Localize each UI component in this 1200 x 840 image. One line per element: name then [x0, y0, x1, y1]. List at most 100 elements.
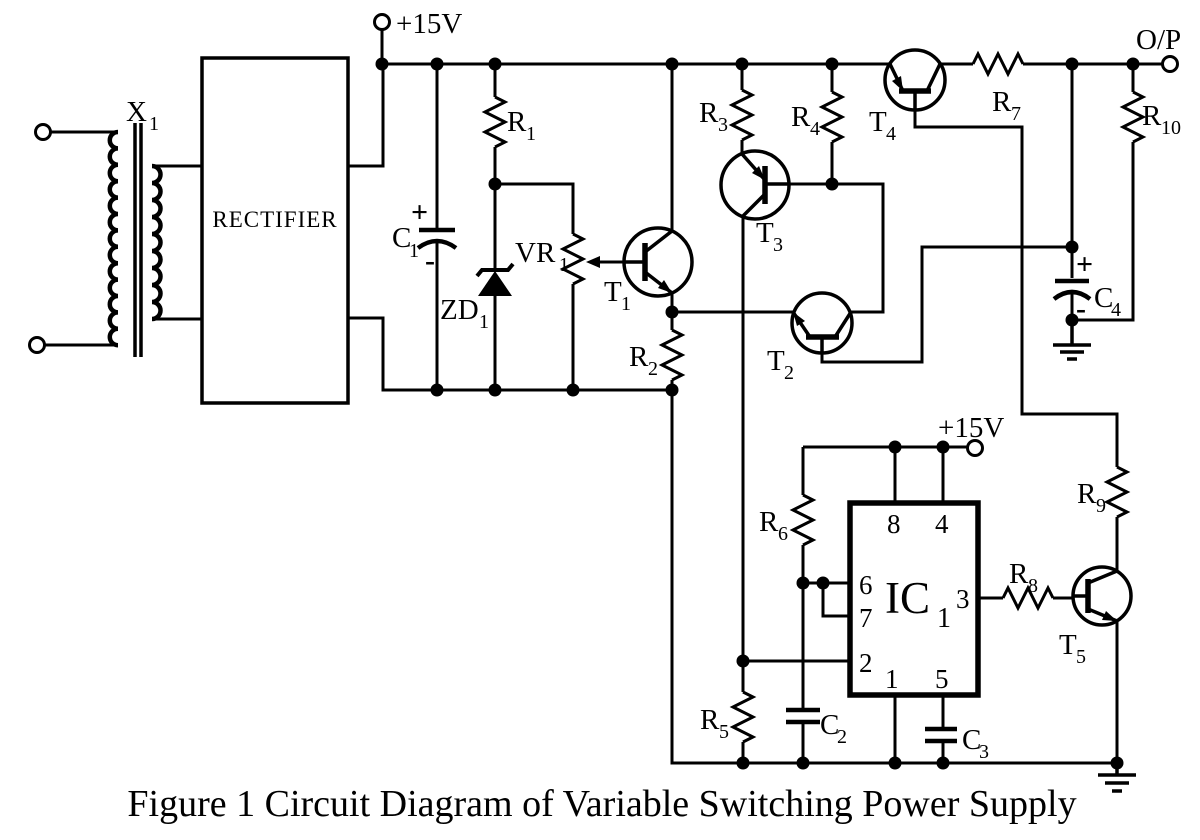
label-x1-sub: 1 [149, 113, 159, 135]
ic1-label: IC [885, 573, 930, 623]
secondary-winding [151, 163, 163, 322]
transistor-t1 [622, 226, 694, 298]
label-r4-sub: 4 [810, 118, 820, 140]
potentiometer-vr1 [559, 232, 587, 286]
label-r7-sub: 7 [1011, 103, 1021, 125]
label-c3-sub: 3 [979, 741, 989, 763]
label-c4-plus: + [1076, 248, 1093, 281]
label-t5: T [1059, 629, 1077, 661]
input-terminal-top [34, 123, 52, 141]
t4-emitter-arrow [892, 76, 903, 91]
ic1-label-sub: 1 [937, 603, 951, 634]
label-main-rail-voltage: +15V [396, 8, 462, 40]
label-r5: R [700, 704, 720, 736]
transistor-t5 [1071, 565, 1133, 627]
label-t3: T [756, 217, 774, 249]
capacitor-c3 [925, 726, 957, 744]
ic1-pin-3: 3 [956, 584, 970, 614]
label-r9-sub: 9 [1096, 495, 1106, 517]
label-r1-sub: 1 [526, 123, 536, 145]
label-zd1: ZD [440, 294, 479, 326]
label-t1: T [604, 276, 622, 308]
ic1-pin-8: 8 [887, 509, 901, 539]
label-c3: C [962, 724, 981, 756]
label-t2: T [767, 345, 785, 377]
label-vr1: VR [515, 237, 556, 269]
resistor-r6 [789, 493, 817, 547]
label-output: O/P [1136, 24, 1181, 56]
resistor-r9 [1103, 465, 1131, 519]
label-r10: R [1142, 100, 1162, 132]
ic1-pin-4: 4 [935, 509, 949, 539]
label-r4: R [791, 101, 811, 133]
t1-emitter-arrow [658, 280, 672, 293]
ic-plus15v-terminal [966, 439, 984, 457]
label-c4-minus: - [1076, 292, 1086, 325]
output-terminal [1161, 55, 1179, 73]
label-zd1-sub: 1 [479, 311, 489, 333]
resistor-r5 [729, 690, 757, 744]
resistor-r4 [818, 90, 846, 144]
t2-emitter-arrow [793, 312, 805, 326]
label-vr1-sub: 1 [559, 254, 569, 276]
wires [45, 30, 1162, 765]
ic1-block: IC 1 8 4 6 7 2 3 1 5 [847, 500, 981, 698]
label-r3: R [699, 97, 719, 129]
resistors [481, 50, 1147, 744]
primary-winding [107, 129, 119, 348]
zener-zd1 [475, 262, 515, 296]
label-c1-plus: + [411, 196, 428, 229]
label-x1: X [126, 96, 147, 128]
figure-caption: Figure 1 Circuit Diagram of Variable Swi… [127, 783, 1076, 825]
labels: X 1 +15V O/P +15V C 1 + - R 1 ZD 1 VR 1 … [126, 8, 1181, 763]
transformer-core [133, 123, 143, 357]
rectifier-block: RECTIFIER [200, 56, 350, 405]
label-c4-sub: 4 [1111, 299, 1121, 321]
label-r5-sub: 5 [719, 721, 729, 743]
label-t4-sub: 4 [886, 123, 896, 145]
resistor-r2 [658, 328, 686, 382]
label-r1: R [507, 106, 527, 138]
resistor-r8 [1001, 584, 1055, 612]
transistor-t4 [883, 48, 947, 112]
label-c1-sub: 1 [409, 240, 419, 262]
rectifier-label: RECTIFIER [212, 207, 337, 232]
resistor-r1 [481, 95, 509, 149]
ic1-pin-5: 5 [935, 664, 949, 694]
vr1-wiper-arrow [586, 256, 600, 268]
label-t4: T [869, 106, 887, 138]
label-c2: C [820, 709, 839, 741]
label-r6: R [759, 506, 779, 538]
label-r8: R [1009, 558, 1029, 590]
transistor-t3 [719, 149, 791, 221]
label-c1-minus: - [425, 244, 435, 277]
label-r9: R [1077, 478, 1097, 510]
plus15v-terminal [373, 13, 391, 31]
resistor-r7 [971, 50, 1025, 78]
input-terminal-bottom [28, 336, 46, 354]
ic1-pin-6: 6 [859, 570, 873, 600]
transistor-t2 [790, 291, 854, 355]
ground-c4 [1053, 320, 1091, 361]
label-t3-sub: 3 [773, 234, 783, 256]
ic1-pin-7: 7 [859, 603, 873, 633]
label-r7: R [992, 86, 1012, 118]
label-t2-sub: 2 [784, 362, 794, 384]
label-r2: R [629, 341, 649, 373]
transformer-x1 [28, 123, 163, 357]
label-r6-sub: 6 [778, 523, 788, 545]
label-r10-sub: 10 [1161, 117, 1181, 139]
t5-emitter-arrow [1102, 611, 1117, 621]
capacitor-c4 [1052, 278, 1092, 301]
label-t1-sub: 1 [621, 293, 631, 315]
resistor-r3 [728, 88, 756, 142]
t3-emitter-arrow [752, 166, 765, 180]
label-r3-sub: 3 [718, 114, 728, 136]
resistor-r10 [1119, 90, 1147, 144]
label-c1: C [392, 222, 411, 254]
ic1-pin-2: 2 [859, 648, 873, 678]
label-r8-sub: 8 [1028, 575, 1038, 597]
label-ic-rail-voltage: +15V [938, 412, 1004, 444]
